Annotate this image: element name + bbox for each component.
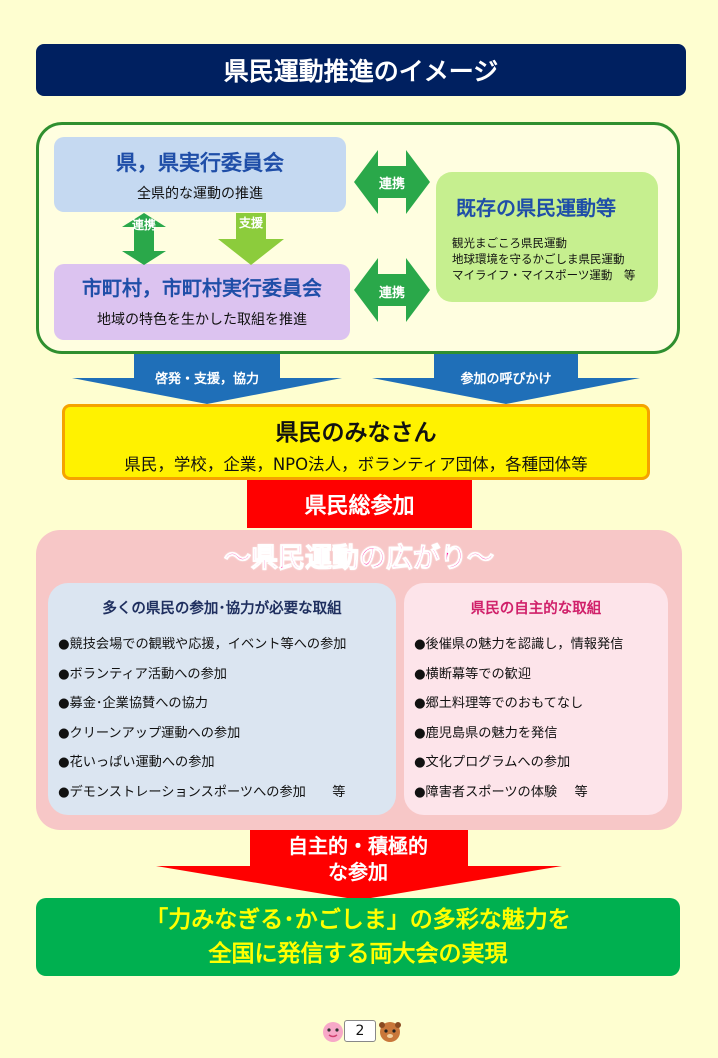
existing-item: 観光まごころ県民運動 [452, 236, 567, 250]
existing-title: 既存の県民運動等 [456, 196, 616, 220]
support-label: 支援 [238, 216, 263, 230]
citizens-box: 県民のみなさん 県民，学校，企業，NPO法人，ボランティア団体，各種団体等 [62, 404, 650, 480]
total-participation-bar: 県民総参加 [247, 480, 472, 528]
list-item: ●デモンストレーションスポーツへの参加 等 [58, 784, 346, 800]
municipal-sub: 地域の特色を生かした取組を推進 [97, 312, 307, 328]
link-label-bottom: 連携 [378, 286, 405, 301]
list-item: ●文化プログラムへの参加 [414, 755, 571, 770]
page-number: 2 [344, 1020, 376, 1042]
list-item: ●クリーンアップ運動への参加 [58, 725, 241, 741]
link-arrow-top-icon [354, 150, 430, 214]
spread-title: ～県民運動の広がり～ [224, 543, 495, 575]
left-blue-arrow-icon [72, 354, 342, 404]
final-line2: 全国に発信する両大会の実現 [208, 941, 508, 967]
mascot-left-icon [323, 1022, 343, 1042]
list-item: ●花いっぱい運動への参加 [58, 755, 215, 770]
list-item: ●鹿児島県の魅力を発信 [414, 725, 558, 741]
prefecture-sub: 全県的な運動の推進 [137, 186, 263, 202]
list-item: ●後催県の魅力を認識し，情報発信 [414, 637, 624, 652]
prefecture-committee-box: 県，県実行委員会 全県的な運動の推進 [54, 137, 346, 212]
final-line1: 「力みなぎる･かごしま」の多彩な魅力を [145, 907, 571, 933]
left-arrow-label: 啓発・支援，協力 [154, 372, 259, 387]
vertical-link-arrow-icon [122, 213, 166, 265]
list-item: ●競技会場での観戦や応援，イベント等への参加 [58, 637, 347, 652]
participation-panel: 多くの県民の参加･協力が必要な取組 ●競技会場での観戦や応援，イベント等への参加… [48, 583, 396, 815]
municipal-committee-box: 市町村，市町村実行委員会 地域の特色を生かした取組を推進 [54, 264, 350, 340]
link-arrow-bottom-icon [354, 258, 430, 322]
existing-item: マイライフ・マイスポーツ運動 等 [452, 268, 636, 282]
list-item: ●郷土料理等でのおもてなし [414, 696, 584, 711]
voluntary-panel: 県民の自主的な取組 ●後催県の魅力を認識し，情報発信 ●横断幕等での歓迎 ●郷土… [404, 583, 668, 815]
bottom-arrow-line1: 自主的・積極的 [288, 834, 428, 858]
support-arrow-icon [218, 213, 284, 265]
bottom-arrow-line2: な参加 [328, 860, 388, 884]
existing-item: 地球環境を守るかごしま県民運動 [452, 252, 625, 266]
vertical-link-label: 連携 [132, 218, 157, 232]
list-item: ●募金･企業協賛への協力 [58, 696, 208, 711]
list-item: ●障害者スポーツの体験 等 [414, 784, 588, 800]
bottom-arrow-label: 自主的・積極的 な参加 [248, 830, 468, 890]
voluntary-panel-title: 県民の自主的な取組 [470, 601, 602, 617]
list-item: ●ボランティア活動への参加 [58, 666, 227, 682]
page-title: 県民運動推進のイメージ [36, 44, 686, 96]
citizens-sub: 県民，学校，企業，NPO法人，ボランティア団体，各種団体等 [124, 455, 588, 474]
link-label-top: 連携 [378, 177, 405, 192]
right-arrow-label: 参加の呼びかけ [460, 372, 552, 387]
bottom-red-arrow-icon [156, 830, 562, 900]
right-blue-arrow-icon [372, 354, 640, 404]
existing-movements-box: 既存の県民運動等 観光まごころ県民運動 地球環境を守るかごしま県民運動 マイライ… [436, 172, 658, 302]
mascot-right-icon [379, 1022, 401, 1042]
final-goal-box: 「力みなぎる･かごしま」の多彩な魅力を 全国に発信する両大会の実現 [36, 898, 680, 976]
participation-panel-title: 多くの県民の参加･協力が必要な取組 [102, 601, 342, 617]
citizens-title: 県民のみなさん [275, 420, 437, 446]
list-item: ●横断幕等での歓迎 [414, 666, 532, 682]
prefecture-title: 県，県実行委員会 [116, 151, 284, 175]
municipal-title: 市町村，市町村実行委員会 [82, 276, 322, 300]
